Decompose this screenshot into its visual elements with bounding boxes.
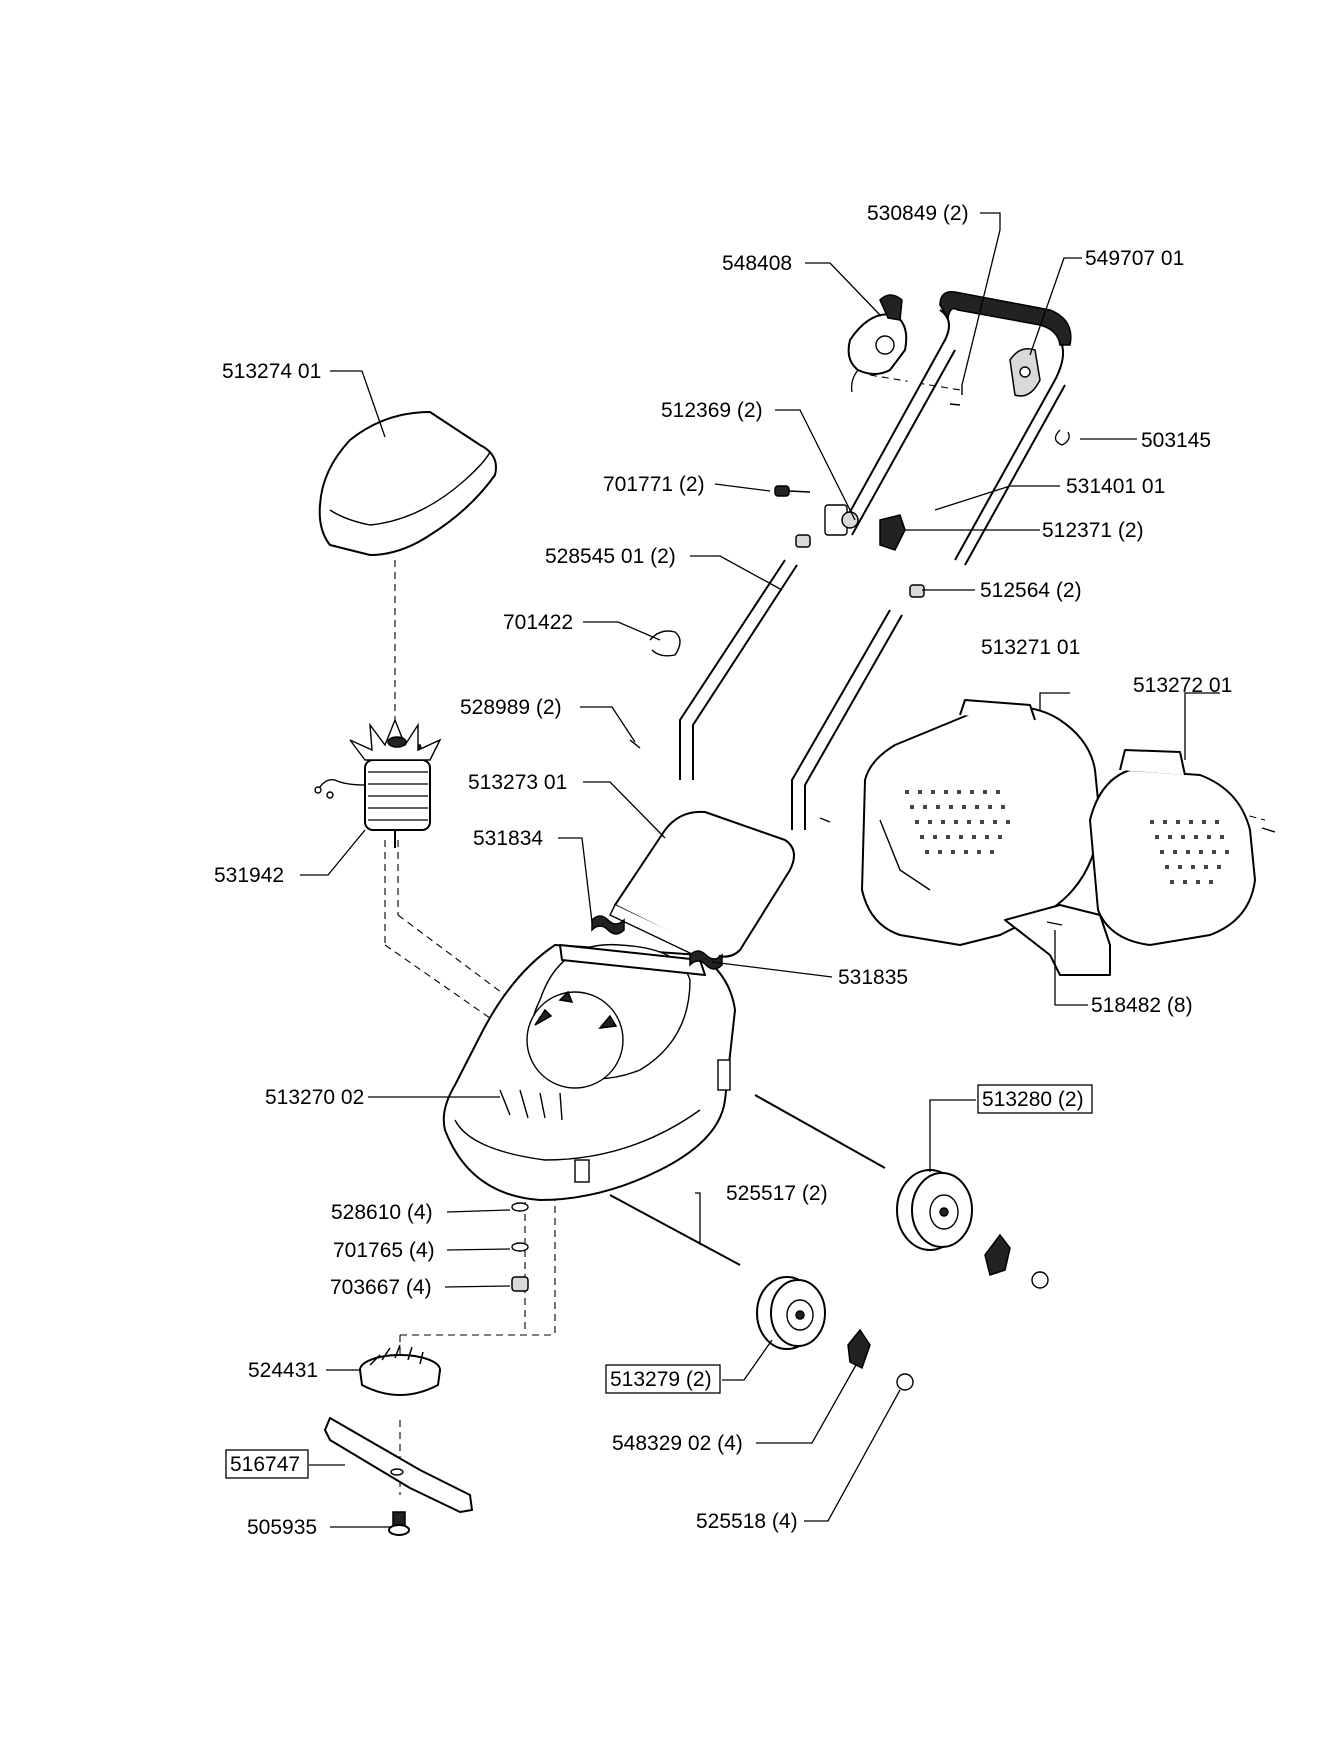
part-label: 549707 01 (1085, 247, 1184, 270)
part-label: 701771 (2) (603, 473, 705, 496)
rear-wheel-part (896, 1169, 973, 1251)
part-label: 548329 02 (4) (612, 1432, 743, 1455)
part-label: 525518 (4) (696, 1510, 798, 1533)
part-label: 513274 01 (222, 360, 321, 383)
motor-fan (349, 718, 442, 761)
part-label: 505935 (247, 1516, 317, 1539)
part-label: 703667 (4) (330, 1276, 432, 1299)
part-label: 531942 (214, 864, 284, 887)
part-label: 701765 (4) (333, 1239, 435, 1262)
part-label: 512371 (2) (1042, 519, 1144, 542)
rear-flap-part (609, 810, 795, 966)
part-label: 525517 (2) (726, 1182, 828, 1205)
handle-small-parts (629, 385, 963, 823)
wheel-axles (609, 1094, 886, 1266)
leader-lines (300, 212, 1220, 1528)
motor-part (314, 718, 442, 848)
part-label: 516747 (230, 1453, 300, 1476)
blade-part (324, 1417, 473, 1513)
upper-handle-part (839, 291, 1072, 566)
boxed-label-frame (977, 1084, 1093, 1114)
blade-hardware (511, 1202, 529, 1292)
part-label: 512564 (2) (980, 579, 1082, 602)
blade-fan-part (359, 1344, 441, 1396)
lower-handle-tubes (679, 559, 903, 830)
part-label: 518482 (8) (1091, 994, 1193, 1017)
part-label: 513279 (2) (610, 1368, 712, 1391)
part-label: 528989 (2) (460, 696, 562, 719)
switch-box-part (847, 294, 908, 393)
boxed-label-frame (605, 1364, 721, 1394)
wheel-knobs-and-nuts (847, 1233, 1049, 1391)
part-label: 548408 (722, 252, 792, 275)
rear-cover-part (318, 411, 497, 556)
part-label: 503145 (1141, 429, 1211, 452)
part-label: 531835 (838, 966, 908, 989)
part-label: 513272 01 (1133, 674, 1232, 697)
grass-bag-rear-part (1004, 749, 1276, 976)
flap-springs (591, 915, 723, 970)
part-label: 528545 01 (2) (545, 545, 676, 568)
blade-bolt-part (388, 1511, 410, 1536)
part-label: 513270 02 (265, 1086, 364, 1109)
part-label: 530849 (2) (867, 202, 969, 225)
part-label: 524431 (248, 1359, 318, 1382)
boxed-label-frame (225, 1449, 309, 1479)
part-label: 513280 (2) (982, 1088, 1084, 1111)
part-label: 512369 (2) (661, 399, 763, 422)
part-label: 513273 01 (468, 771, 567, 794)
part-label: 701422 (503, 611, 573, 634)
front-wheel-part (756, 1276, 826, 1350)
part-label: 531401 01 (1066, 475, 1165, 498)
part-label: 531834 (473, 827, 543, 850)
part-label: 528610 (4) (331, 1201, 433, 1224)
grass-bag-frame-part (861, 699, 1101, 946)
main-deck-part (442, 943, 736, 1201)
part-label: 513271 01 (981, 636, 1080, 659)
